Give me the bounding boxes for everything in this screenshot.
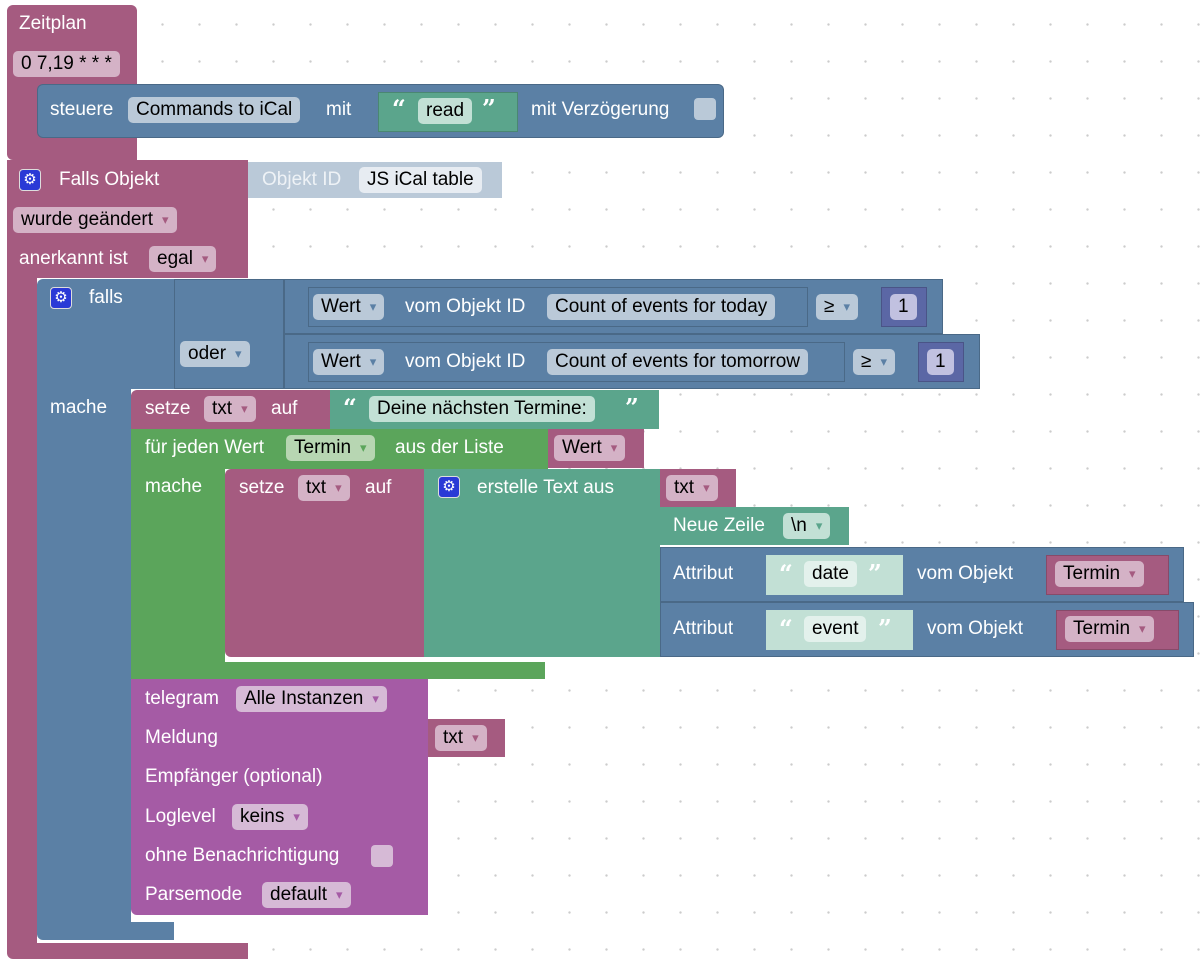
if-bottom bbox=[37, 922, 174, 940]
attr2-of-label: vom Objekt bbox=[927, 618, 1024, 639]
parsemode-dropdown[interactable]: default bbox=[262, 882, 351, 908]
attr1-label: Attribut bbox=[673, 563, 734, 584]
close-quote-icon: ” bbox=[625, 393, 639, 422]
set1-label: setze bbox=[145, 398, 191, 419]
cond2-value-field[interactable]: 1 bbox=[927, 349, 954, 375]
delay-label: mit Verzögerung bbox=[531, 99, 670, 120]
cond2-label: vom Objekt ID bbox=[405, 351, 526, 372]
changed-dropdown[interactable]: wurde geändert bbox=[13, 207, 177, 233]
newline-label: Neue Zeile bbox=[673, 515, 765, 536]
loglevel-dropdown[interactable]: keins bbox=[232, 804, 308, 830]
close-quote-icon: ” bbox=[868, 559, 882, 588]
parsemode-label: Parsemode bbox=[145, 884, 243, 905]
attr1-obj-dropdown[interactable]: Termin bbox=[1055, 561, 1144, 587]
open-quote-icon: “ bbox=[392, 94, 406, 123]
if-do-label: mache bbox=[50, 397, 108, 418]
foreach-do-label: mache bbox=[145, 476, 203, 497]
cond1-object-field[interactable]: Count of events for today bbox=[547, 294, 776, 320]
ack-label: anerkannt ist bbox=[19, 248, 128, 269]
message-label: Meldung bbox=[145, 727, 218, 748]
set2-var-dropdown[interactable]: txt bbox=[298, 475, 350, 501]
attr2-label: Attribut bbox=[673, 618, 734, 639]
telegram-label: telegram bbox=[145, 688, 219, 709]
recipient-label: Empfänger (optional) bbox=[145, 766, 323, 787]
if-label: falls bbox=[89, 287, 123, 308]
message-var-dropdown[interactable]: txt bbox=[435, 725, 487, 751]
open-quote-icon: “ bbox=[779, 559, 793, 588]
set1-text-field[interactable]: Deine nächsten Termine: bbox=[369, 396, 595, 422]
telegram-instance-dropdown[interactable]: Alle Instanzen bbox=[236, 686, 387, 712]
loglevel-label: Loglevel bbox=[145, 806, 216, 827]
logic-op-dropdown[interactable]: oder bbox=[180, 341, 250, 367]
gear-icon[interactable]: ⚙ bbox=[19, 169, 41, 191]
cond1-op-dropdown[interactable]: ≥ bbox=[816, 294, 858, 320]
cron-field[interactable]: 0 7,19 * * * bbox=[13, 51, 120, 77]
attr2-obj-dropdown[interactable]: Termin bbox=[1065, 616, 1154, 642]
text-join-block[interactable] bbox=[424, 469, 660, 657]
set1-auf-label: auf bbox=[271, 398, 298, 419]
foreach-bottom bbox=[131, 662, 545, 679]
close-quote-icon: ” bbox=[878, 614, 892, 643]
if-gear-icon[interactable]: ⚙ bbox=[50, 287, 72, 309]
silent-checkbox[interactable] bbox=[371, 845, 393, 867]
foreach-from-label: aus der Liste bbox=[395, 437, 504, 458]
if-spine bbox=[37, 389, 131, 922]
join-label: erstelle Text aus bbox=[477, 477, 614, 498]
cond2-op-dropdown[interactable]: ≥ bbox=[853, 349, 895, 375]
trigger-spine bbox=[7, 278, 37, 943]
trigger-title: Falls Objekt bbox=[59, 169, 160, 190]
control-target-field[interactable]: Commands to iCal bbox=[128, 97, 301, 123]
join-gear-icon[interactable]: ⚙ bbox=[438, 476, 460, 498]
control-label: steuere bbox=[50, 99, 114, 120]
objid-field[interactable]: JS iCal table bbox=[359, 167, 482, 193]
cond2-object-field[interactable]: Count of events for tomorrow bbox=[547, 349, 808, 375]
attr2-name-field[interactable]: event bbox=[804, 616, 867, 642]
cond1-value-field[interactable]: 1 bbox=[890, 294, 917, 320]
open-quote-icon: “ bbox=[779, 614, 793, 643]
foreach-label: für jeden Wert bbox=[145, 437, 264, 458]
set2-label: setze bbox=[239, 477, 285, 498]
control-with-label: mit bbox=[326, 99, 352, 120]
foreach-list-dropdown[interactable]: Wert bbox=[554, 435, 626, 461]
close-quote-icon: ” bbox=[482, 94, 496, 123]
silent-label: ohne Benachrichtigung bbox=[145, 845, 340, 866]
control-value-field[interactable]: read bbox=[418, 98, 473, 124]
ack-dropdown[interactable]: egal bbox=[149, 246, 217, 272]
objid-label: Objekt ID bbox=[262, 169, 342, 190]
foreach-spine bbox=[131, 469, 225, 662]
trigger-bottom bbox=[7, 943, 248, 959]
attr1-of-label: vom Objekt bbox=[917, 563, 1014, 584]
newline-dropdown[interactable]: \n bbox=[783, 513, 831, 539]
join-item-txt-dropdown[interactable]: txt bbox=[666, 475, 718, 501]
cond1-mode-dropdown[interactable]: Wert bbox=[313, 294, 385, 320]
attr1-name-field[interactable]: date bbox=[804, 561, 857, 587]
cond1-label: vom Objekt ID bbox=[405, 296, 526, 317]
schedule-title: Zeitplan bbox=[19, 13, 87, 34]
cond2-mode-dropdown[interactable]: Wert bbox=[313, 349, 385, 375]
foreach-var-dropdown[interactable]: Termin bbox=[286, 435, 375, 461]
telegram-block[interactable] bbox=[131, 679, 428, 915]
set2-auf-label: auf bbox=[365, 477, 392, 498]
logic-block[interactable] bbox=[174, 279, 284, 389]
set1-var-dropdown[interactable]: txt bbox=[204, 396, 256, 422]
open-quote-icon: “ bbox=[343, 393, 357, 422]
delay-checkbox[interactable] bbox=[694, 98, 716, 120]
